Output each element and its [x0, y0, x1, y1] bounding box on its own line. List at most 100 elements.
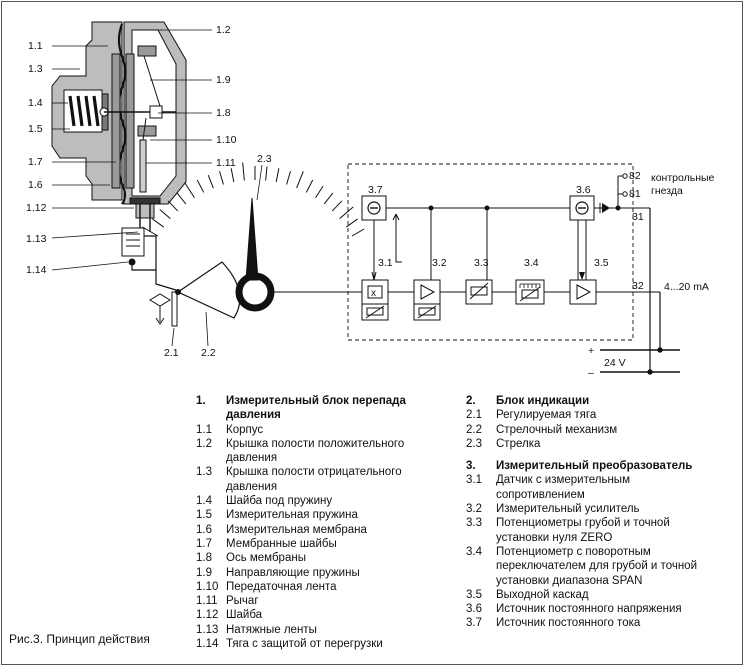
terminal-82: 82 — [629, 170, 641, 182]
legend-item-text: Шайба под пружину — [226, 495, 333, 508]
dial-tick — [331, 200, 343, 212]
dial-tick — [159, 209, 171, 220]
legend-item-number: 3.6 — [466, 603, 482, 616]
section-1-title-line-2: давления — [226, 409, 281, 422]
dial-tick — [339, 206, 354, 220]
guide-spring-bottom — [137, 125, 157, 137]
measuring-spring — [68, 95, 100, 127]
label-1-14: 1.14 — [26, 264, 47, 276]
label-1-9: 1.9 — [216, 74, 231, 86]
dial-tick — [152, 218, 165, 228]
terminal-81: 81 — [629, 188, 641, 200]
figure-caption: Рис.3. Принцип действия — [9, 632, 150, 646]
label-3-3: 3.3 — [474, 257, 489, 269]
label-1-4: 1.4 — [28, 97, 43, 109]
legend-item-number: 1.11 — [196, 595, 218, 608]
bottom-boss — [135, 203, 155, 219]
legend-item-number: 1.9 — [196, 566, 212, 579]
legend-item-text: Потенциометры грубой и точной установки … — [496, 517, 670, 544]
legend-item-text: Направляющие пружины — [226, 566, 360, 579]
label-1-1: 1.1 — [28, 40, 43, 52]
legend-item-number: 3.7 — [466, 617, 482, 630]
label-1-6: 1.6 — [28, 179, 43, 191]
label-1-10: 1.10 — [216, 134, 237, 146]
label-3-6: 3.6 — [576, 184, 591, 196]
legend-item: 3.6 Источник постоянного напряжения — [466, 602, 706, 616]
legend-item-text: Потенциометр с поворотным переключателем… — [496, 545, 697, 587]
sockets-label-1: контрольные — [651, 172, 715, 184]
legend-item: 3.3 Потенциометры грубой и точной установ… — [466, 516, 706, 545]
legend-item-number: 3.3 — [466, 517, 482, 530]
pointer-needle — [245, 197, 259, 281]
dial-tick — [296, 171, 304, 189]
label-1-5: 1.5 — [28, 123, 43, 135]
legend-item-number: 3.1 — [466, 474, 482, 487]
adjustable-rod-cam — [149, 293, 171, 307]
dial-tick — [351, 228, 365, 237]
pull-rod — [155, 270, 177, 291]
label-3-5: 3.5 — [594, 257, 609, 269]
label-1-13: 1.13 — [26, 233, 47, 245]
legend-item: 3.7 Источник постоянного тока — [466, 616, 706, 630]
legend-item-text: Рычаг — [226, 595, 259, 608]
legend-item-number: 1.2 — [196, 437, 212, 450]
membrane-plate-right — [125, 53, 135, 189]
dial-tick — [242, 162, 245, 181]
legend-item-text: Источник постоянного напряжения — [496, 603, 682, 616]
legend-item-text: Выходной каскад — [496, 588, 589, 601]
legend-item-number: 3.2 — [466, 503, 482, 516]
membrane-plate-left — [111, 53, 121, 189]
label-1-3: 1.3 — [28, 63, 43, 75]
transmitter-enclosure — [347, 163, 634, 341]
label-2-1: 2.1 — [164, 347, 179, 359]
legend-section-1: 1. Измерительный блок перепада давления … — [196, 394, 436, 651]
dial-tick — [323, 192, 334, 205]
legend-item-text: Измерительный усилитель — [496, 503, 640, 516]
section-1-number: 1. — [196, 395, 206, 407]
label-1-2: 1.2 — [216, 24, 231, 36]
lever — [139, 139, 147, 193]
guide-spring-top — [137, 45, 157, 57]
pointer-hub — [235, 272, 275, 312]
legend-item-text: Передаточная лента — [226, 580, 337, 593]
label-3-4: 3.4 — [524, 257, 539, 269]
legend-item: 1.9 Направляющие пружины — [196, 566, 436, 580]
legend-item: 1.11 Рычаг — [196, 594, 436, 608]
block-3-2-amplifier — [413, 279, 441, 305]
svg-text:x: x — [371, 288, 376, 299]
dial-tick — [315, 185, 324, 199]
legend-item-text: Измерительная мембрана — [226, 523, 367, 536]
dial-scale — [142, 162, 365, 237]
dial-tick — [184, 182, 195, 199]
legend-item-text: Крышка полости отрицательного давления — [226, 466, 402, 493]
sector-gear — [176, 261, 241, 319]
dial-tick — [305, 179, 314, 193]
transfer-band — [142, 117, 147, 141]
legend-item-text: Крышка полости положительного давления — [226, 437, 405, 465]
legend-item-number: 2.2 — [466, 423, 482, 436]
block-3-6-voltage-source — [569, 195, 595, 221]
sockets-label-2: гнезда — [651, 185, 683, 197]
legend-item-text: Регулируемая тяга — [496, 409, 597, 422]
legend-item-text: Источник постоянного тока — [496, 617, 641, 630]
dial-tick — [345, 218, 358, 228]
legend-item-number: 1.8 — [196, 552, 212, 565]
legend-item: 1.2 Крышка полости положительного давлени… — [196, 437, 436, 466]
label-3-1: 3.1 — [378, 257, 393, 269]
dial-tick — [265, 166, 268, 181]
label-1-12: 1.12 — [26, 202, 47, 214]
label-1-7: 1.7 — [28, 156, 43, 168]
label-3-7: 3.7 — [368, 184, 383, 196]
label-2-3: 2.3 — [257, 153, 272, 165]
minus-sign: – — [588, 367, 594, 379]
